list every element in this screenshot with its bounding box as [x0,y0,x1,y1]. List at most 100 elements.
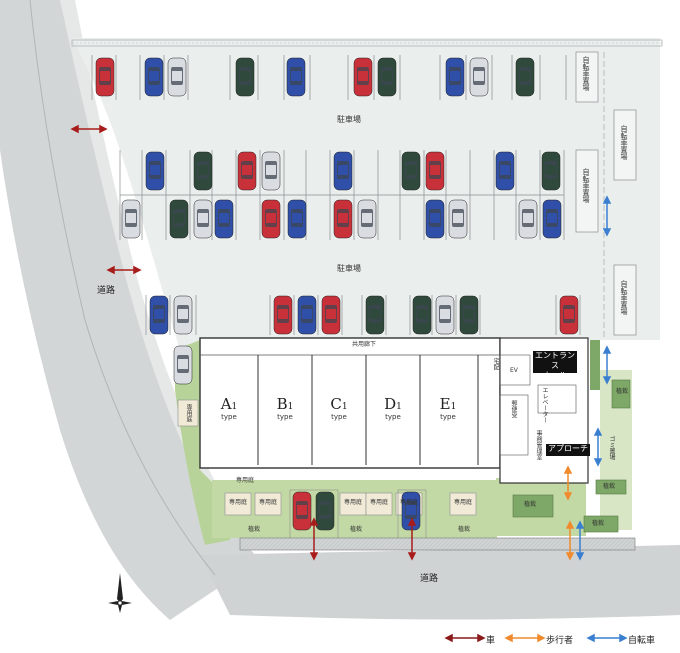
private-garden-label: 専用庭 [259,499,278,506]
car-icon [459,295,479,335]
parking-label-mid: 駐車場 [337,264,361,273]
car-icon [193,199,213,239]
legend-car-label: 車 [486,636,496,646]
car-icon [273,295,293,335]
car-icon [95,57,115,97]
car-icon [542,199,562,239]
car-icon [377,57,397,97]
car-arrow-west-lower [106,265,142,275]
unit-type: type [385,413,401,421]
car-icon [173,345,193,385]
car-icon [173,295,193,335]
private-garden-label: 専用庭 [236,477,255,484]
car-icon [214,199,234,239]
car-icon [412,295,432,335]
unit-type: type [331,413,347,421]
private-garden-label: 専用庭 [344,499,363,506]
mailbox-label: 郵便受 [510,400,517,418]
car-icon [495,151,515,191]
unit-letter: B [276,395,288,413]
north-compass-icon [108,573,132,613]
parking-lot-floor [72,38,660,350]
unit-sub: 1 [396,402,402,412]
car-icon [144,57,164,97]
car-icon [237,151,257,191]
car-icon [541,151,561,191]
legend-pedestrian-label: 歩行者 [546,636,574,646]
legend-arrow-icon [444,633,486,643]
bicycle-arrows [575,195,612,561]
car-icon [425,151,445,191]
planting-label: 植栽 [616,388,629,395]
road-label-south: 道路 [420,574,439,584]
unit-letter: C [330,395,342,413]
bicycle-parking-strip-1 [575,51,599,103]
car-icon [401,491,421,531]
private-garden-label: 専用庭 [400,499,419,506]
car-icon [333,151,353,191]
car-icon [235,57,255,97]
car-icon [169,199,189,239]
bicycle-parking-strip-3 [613,109,637,181]
car-icon [167,57,187,97]
legend-arrows [444,633,628,643]
car-icon [145,151,165,191]
planting-label: 植栽 [524,501,537,508]
car-icon [515,57,535,97]
south-road [200,545,680,620]
entrance-hall-line-2: ホール [543,371,567,380]
car-icon [321,295,341,335]
car-icon [261,199,281,239]
bicycle-parking-label-3: 自転車置場 [620,125,628,160]
car-icon [315,491,335,531]
ev-label: EV [510,367,518,374]
car-icon [149,295,169,335]
unit-letter: D [384,395,397,413]
private-garden-label: 専用庭 [229,499,248,506]
car-icon [193,151,213,191]
car-arrow-south [309,517,319,561]
planting-bed-1 [512,494,554,518]
car-icon [401,151,421,191]
road-label-west: 道路 [97,286,116,296]
car-icon [261,151,281,191]
entrance-hall-label: エントランス ホール [533,351,577,380]
car-icon [121,199,141,239]
unit-type: type [277,413,293,421]
planting-label: 植栽 [592,520,605,527]
legend-arrow-icon [586,633,628,643]
elevator-hall-label: エレベーター [541,387,548,423]
car-icon [435,295,455,335]
legend-car: 車 [486,633,495,646]
side-private-garden-label: 専用庭 [185,404,192,422]
car-arrow-south-2 [407,517,417,561]
common-corridor-label: 共用廊下 [352,341,377,348]
car-arrow-west-upper [70,124,108,134]
legend-bicycle-label: 自転車 [628,636,656,646]
unit-sub: 1 [341,402,348,412]
car-icon [357,199,377,239]
bicycle-parking-strip-4 [613,264,637,336]
unit-sub: 1 [287,402,294,412]
car-icon [469,57,489,97]
car-icon [287,199,307,239]
car-icon [425,199,445,239]
planting-bed-4 [595,479,627,495]
planting-bed-3 [611,379,631,409]
management-office-label: 事務管理室 [535,430,542,460]
car-icon [445,57,465,97]
delivery-box-label: 宅配 [492,358,499,370]
bicycle-parking-strip-2 [575,149,599,233]
car-icon [448,199,468,239]
private-garden-label: 専用庭 [370,499,389,506]
building-footprint [199,337,501,469]
entrance-hall-line-1: エントランス [535,351,575,370]
unit-sub: 1 [450,402,457,412]
pedestrian-arrow [563,465,575,561]
approach-label: アプローチ [546,444,590,456]
unit-sub: 1 [231,402,238,412]
bicycle-parking-label-1: 自転車置場 [582,56,590,91]
planting-label: 植栽 [458,526,471,533]
legend-pedestrian: 歩行者 [546,633,573,646]
